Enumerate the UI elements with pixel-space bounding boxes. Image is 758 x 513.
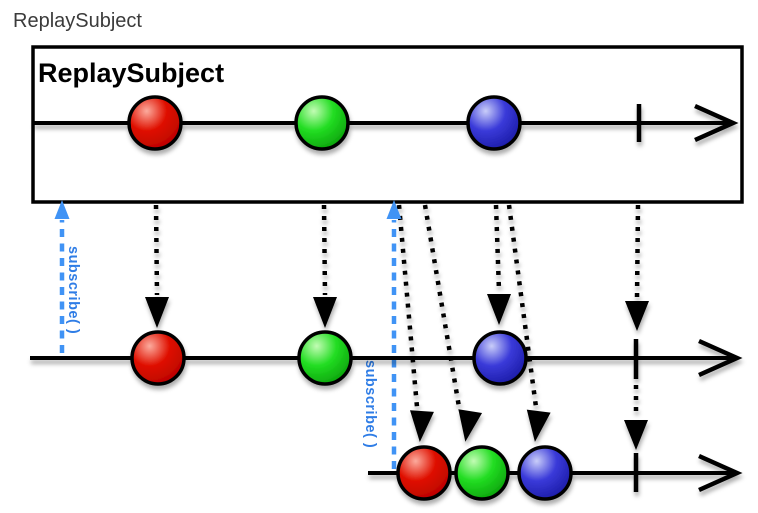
emission-lines xyxy=(145,204,649,450)
subscriber1-timeline xyxy=(30,330,743,386)
subscriber2-timeline xyxy=(368,445,743,501)
emission-arrowhead-blue-sub1 xyxy=(487,294,511,325)
subscribe1-arrowhead xyxy=(54,200,70,219)
emission-line-green-sub1 xyxy=(321,204,328,296)
subscriber1-marble-red xyxy=(130,330,186,386)
emission-arrowhead-red-sub1 xyxy=(145,297,169,328)
emission-line-red-sub1 xyxy=(153,204,160,296)
subscribe-arrow-2: subscribe( ) xyxy=(362,200,402,469)
subscribe-arrow-1: subscribe( ) xyxy=(54,200,81,353)
subscribe2-arrowhead xyxy=(386,200,402,219)
subscriber1-marble-green xyxy=(297,330,353,386)
subscriber2-timeline-arrowhead xyxy=(698,453,743,493)
replay-arrowhead-green-sub2 xyxy=(458,409,483,442)
source-marble-blue xyxy=(466,95,522,151)
replay-line-green-sub2 xyxy=(422,204,462,408)
emission-arrowhead-complete-sub1 xyxy=(625,301,649,331)
source-timeline xyxy=(33,95,739,151)
source-timeline-arrowhead xyxy=(694,103,739,143)
replay-line-red-sub2 xyxy=(396,204,420,408)
subscriber2-marble-blue xyxy=(517,445,573,501)
replay-line-blue-sub2 xyxy=(506,204,539,408)
page-title: ReplaySubject xyxy=(13,10,142,32)
subscriber1-timeline-arrowhead xyxy=(698,338,743,378)
replay-arrowhead-blue-sub2 xyxy=(526,409,551,442)
source-marble-green xyxy=(294,95,350,151)
emission-arrowhead-green-sub1 xyxy=(313,297,337,328)
emission-arrowhead-complete-sub2 xyxy=(624,420,648,450)
source-marble-red xyxy=(127,95,183,151)
emission-line-complete-sub1 xyxy=(634,204,641,299)
emission-line-blue-sub1 xyxy=(493,204,502,292)
subscriber2-marble-red xyxy=(396,445,452,501)
box-title: ReplaySubject xyxy=(38,58,224,88)
subscriber1-marble-blue xyxy=(472,330,528,386)
subscriber2-marble-green xyxy=(454,445,510,501)
replay-arrowhead-red-sub2 xyxy=(410,410,434,442)
subscribe2-label: subscribe( ) xyxy=(362,360,378,448)
subscribe1-label: subscribe( ) xyxy=(65,246,81,334)
